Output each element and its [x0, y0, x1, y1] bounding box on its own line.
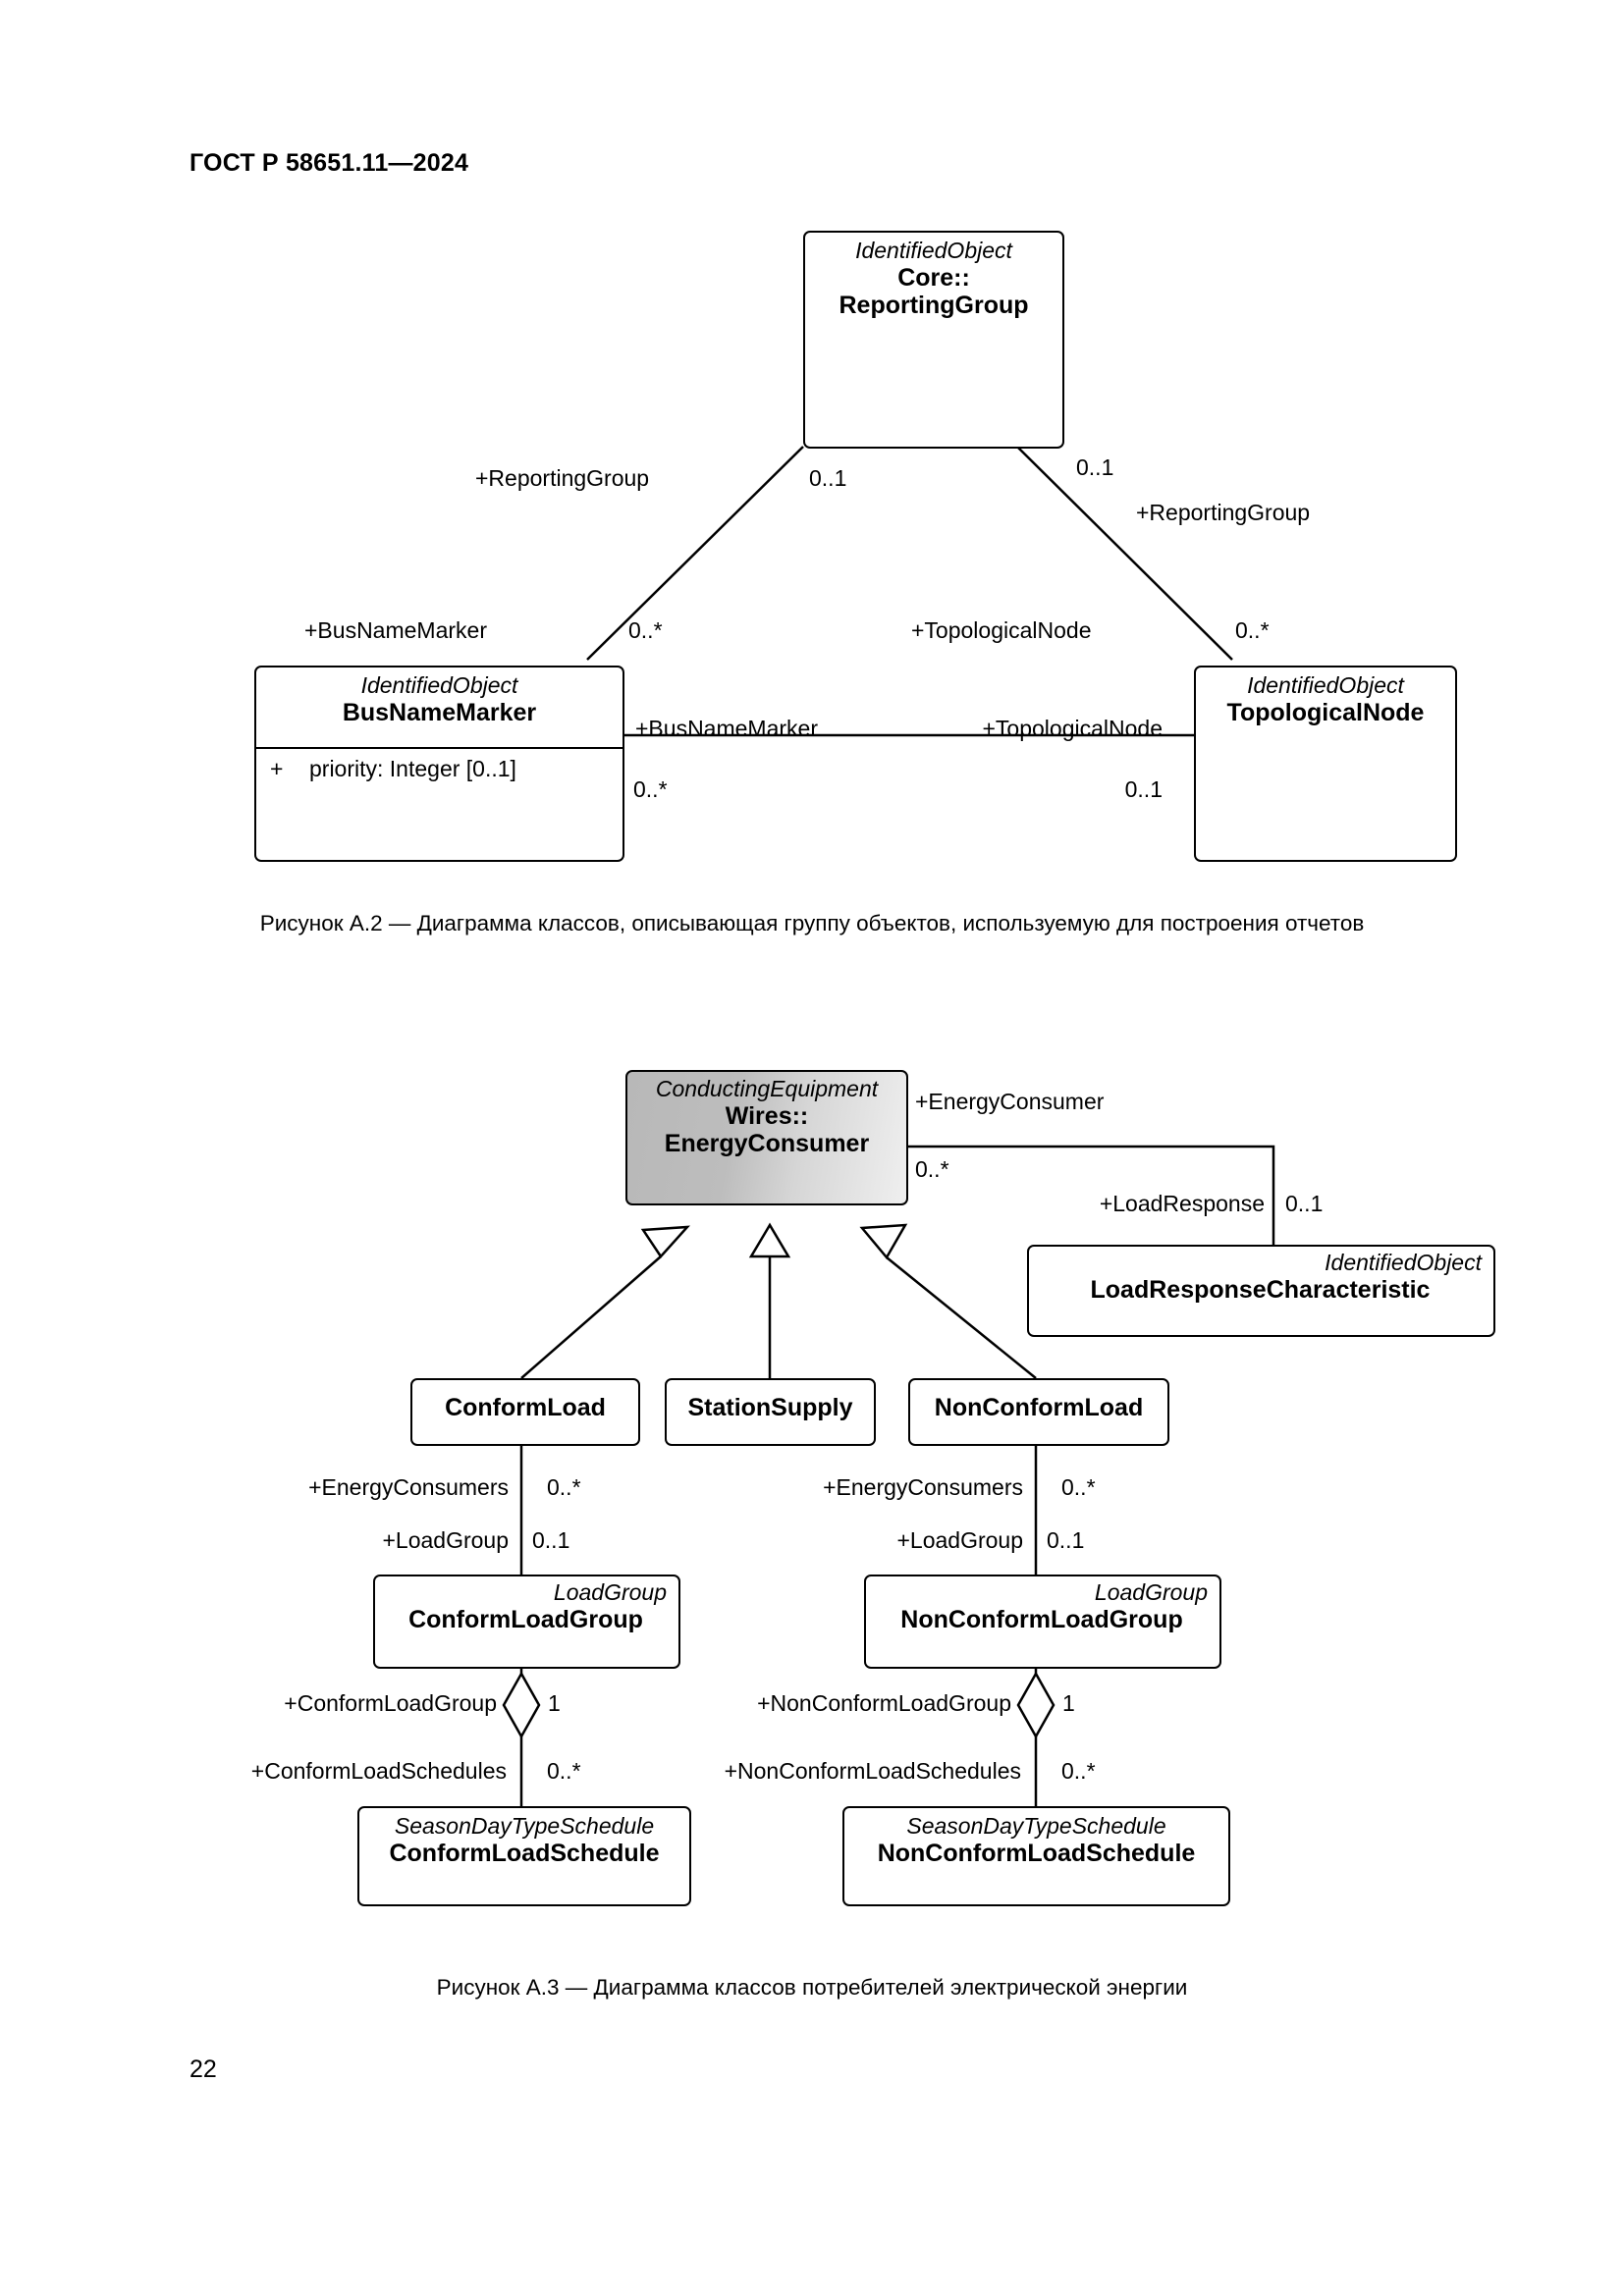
class-name-line1: Core:: [897, 263, 970, 292]
edge-label-assoc-topological-node-role: +TopologicalNode [982, 716, 1164, 741]
edge-label-assoc-bus-name-marker-mult: 0..* [633, 776, 668, 802]
edge-label-topological-node-mult: 0..* [1235, 617, 1270, 643]
edge-label-assoc-bus-name-marker-role: +BusNameMarker [635, 716, 818, 741]
class-box-reporting-group[interactable]: IdentifiedObject Core:: ReportingGroup [803, 231, 1064, 449]
edge-label-load-response-mult: 0..1 [1285, 1191, 1324, 1216]
class-name: ConformLoadSchedule [389, 1839, 660, 1867]
edge-label-conform-group-agg-mult: 1 [548, 1690, 561, 1716]
class-stereotype: IdentifiedObject [1325, 1250, 1482, 1275]
class-box-station-supply[interactable]: StationSupply [665, 1378, 876, 1446]
class-box-conform-load-schedule[interactable]: SeasonDayTypeSchedule ConformLoadSchedul… [357, 1806, 691, 1906]
edge-label-nonconform-energy-consumers-role: +EnergyConsumers [823, 1474, 1023, 1500]
class-stereotype: LoadGroup [553, 1579, 667, 1605]
class-name-line1: Wires:: [725, 1101, 809, 1130]
edge-label-bus-name-marker-role: +BusNameMarker [304, 617, 487, 643]
class-name-line2: EnergyConsumer [664, 1130, 870, 1158]
class-box-non-conform-load[interactable]: NonConformLoad [908, 1378, 1169, 1446]
edge-label-load-response-role: +LoadResponse [1099, 1191, 1265, 1216]
class-box-non-conform-load-schedule[interactable]: SeasonDayTypeSchedule NonConformLoadSche… [842, 1806, 1230, 1906]
edge-label-assoc-topological-node-mult: 0..1 [1124, 776, 1163, 802]
class-name: TopologicalNode [1226, 698, 1425, 726]
class-box-energy-consumer[interactable]: ConductingEquipment Wires:: EnergyConsum… [625, 1070, 908, 1205]
edge-label-nonconform-load-schedules-mult: 0..* [1061, 1758, 1096, 1784]
edge-label-nonconform-load-schedules-role: +NonConformLoadSchedules [724, 1758, 1021, 1784]
edge-label-topological-node-role: +TopologicalNode [911, 617, 1092, 643]
class-stereotype: IdentifiedObject [1247, 672, 1404, 698]
class-name-line2: ReportingGroup [839, 292, 1029, 320]
class-name: BusNameMarker [342, 698, 537, 726]
class-stereotype: IdentifiedObject [360, 672, 518, 698]
class-box-conform-load-group[interactable]: LoadGroup ConformLoadGroup [373, 1575, 680, 1669]
edge-label-nonconform-energy-consumers-mult: 0..* [1061, 1474, 1096, 1500]
class-stereotype: IdentifiedObject [855, 238, 1012, 263]
class-name: ConformLoad [445, 1394, 606, 1421]
class-name: NonConformLoadGroup [900, 1605, 1183, 1633]
edge-label-energy-consumer-role: +EnergyConsumer [915, 1089, 1105, 1114]
class-stereotype: SeasonDayTypeSchedule [394, 1813, 655, 1839]
class-box-conform-load[interactable]: ConformLoad [410, 1378, 640, 1446]
edge-label-nonconform-load-group-mult: 0..1 [1047, 1527, 1085, 1553]
document-header: ГОСТ Р 58651.11—2024 [189, 149, 469, 177]
class-box-load-response-characteristic[interactable]: IdentifiedObject LoadResponseCharacteris… [1027, 1245, 1495, 1337]
class-box-topological-node[interactable]: IdentifiedObject TopologicalNode [1194, 666, 1457, 862]
class-name: NonConformLoadSchedule [877, 1839, 1196, 1867]
edge-label-conform-energy-consumers-role: +EnergyConsumers [308, 1474, 509, 1500]
edge-label-nonconform-group-agg-role: +NonConformLoadGroup [757, 1690, 1011, 1716]
attribute-visibility: + [270, 756, 284, 782]
edge-label-topological-reporting-role: +ReportingGroup [1136, 500, 1311, 525]
edge-label-conform-energy-consumers-mult: 0..* [547, 1474, 581, 1500]
class-name: StationSupply [687, 1394, 853, 1421]
edge-label-topological-reporting-mult: 0..1 [1076, 454, 1114, 480]
class-name: LoadResponseCharacteristic [1090, 1275, 1431, 1304]
edge-label-conform-load-group-role: +LoadGroup [382, 1527, 509, 1553]
edge-label-bus-name-marker-mult: 0..* [628, 617, 663, 643]
class-attributes: + priority: Integer [0..1] [256, 747, 623, 789]
class-stereotype: ConductingEquipment [655, 1076, 879, 1101]
class-name: ConformLoadGroup [408, 1605, 643, 1633]
class-name: NonConformLoad [934, 1394, 1144, 1421]
class-stereotype: SeasonDayTypeSchedule [906, 1813, 1166, 1839]
edge-label-conform-load-group-mult: 0..1 [532, 1527, 570, 1553]
edge-label-conform-group-agg-role: +ConformLoadGroup [284, 1690, 497, 1716]
class-stereotype: LoadGroup [1094, 1579, 1208, 1605]
edge-label-reporting-group-role: +ReportingGroup [475, 465, 650, 491]
figure-caption-a3: Рисунок А.3 — Диаграмма классов потребит… [436, 1975, 1188, 2000]
class-box-bus-name-marker[interactable]: IdentifiedObject BusNameMarker + priorit… [254, 666, 624, 862]
edge-label-conform-load-schedules-role: +ConformLoadSchedules [250, 1758, 507, 1784]
class-box-non-conform-load-group[interactable]: LoadGroup NonConformLoadGroup [864, 1575, 1221, 1669]
page-number: 22 [189, 2056, 217, 2083]
edge-label-nonconform-group-agg-mult: 1 [1062, 1690, 1075, 1716]
edge-label-energy-consumer-mult: 0..* [915, 1156, 949, 1182]
edge-label-reporting-group-mult: 0..1 [809, 465, 847, 491]
edge-label-conform-load-schedules-mult: 0..* [547, 1758, 581, 1784]
figure-caption-a2: Рисунок А.2 — Диаграмма классов, описыва… [259, 911, 1365, 935]
edge-label-nonconform-load-group-role: +LoadGroup [896, 1527, 1023, 1553]
attribute-text: priority: Integer [0..1] [309, 756, 516, 782]
